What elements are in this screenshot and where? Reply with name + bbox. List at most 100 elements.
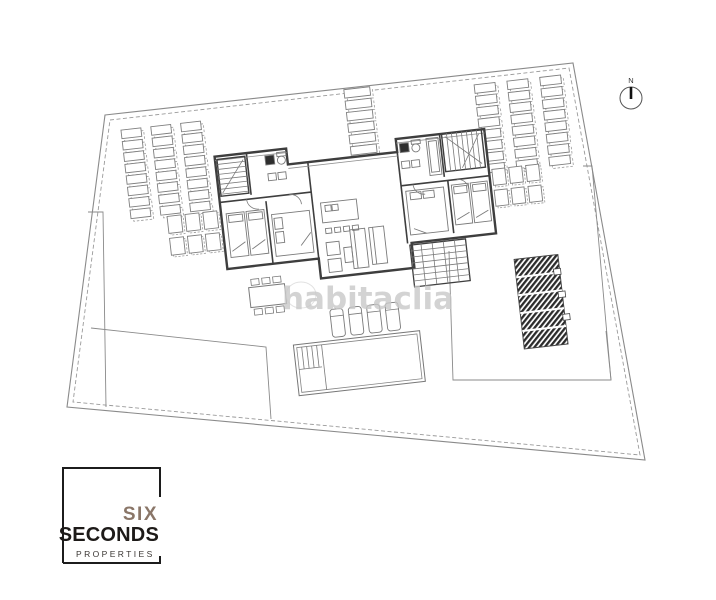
pool-ledge — [321, 344, 328, 390]
grid-stair-line — [410, 244, 467, 252]
terrace-line — [88, 211, 107, 408]
small-slat — [493, 188, 510, 207]
grid-stair-line — [411, 256, 468, 264]
terrace-line — [90, 327, 272, 420]
plot-outline-inner-dashed — [72, 67, 641, 456]
pergola-hatch — [513, 253, 569, 350]
louver-slat — [120, 127, 143, 140]
bed-single — [450, 182, 474, 226]
bed-single — [469, 180, 493, 224]
grid-stair-line — [413, 274, 470, 282]
louver-slat — [152, 146, 175, 159]
louver-slat — [349, 143, 378, 156]
dining-chair — [275, 305, 286, 314]
pool-step — [316, 345, 320, 368]
bed-fold — [251, 239, 266, 250]
sun-loungers — [329, 301, 401, 338]
dining-chair — [261, 276, 271, 285]
louver-slat — [125, 173, 148, 185]
louver-slat — [154, 158, 177, 170]
stair-tread — [455, 132, 462, 171]
brand-logo: SIX SECONDS PROPERTIES — [59, 467, 161, 564]
small-slat — [527, 184, 544, 203]
louver-slat — [128, 195, 151, 208]
stool — [333, 226, 342, 234]
louver-slat — [180, 120, 202, 133]
small-slat — [184, 212, 202, 232]
bed-single — [225, 211, 250, 259]
stair-tread — [446, 133, 452, 172]
louver-slat — [344, 97, 373, 111]
louver-slat — [543, 108, 566, 121]
bed-fold — [232, 241, 246, 252]
pillow — [275, 230, 286, 244]
north-arrow-label: N — [628, 76, 633, 85]
logo-frame — [62, 467, 161, 564]
pergola-divider — [522, 325, 567, 333]
louver-slat — [545, 131, 569, 144]
interior-wall — [446, 180, 455, 234]
louver-slat — [343, 86, 372, 99]
lounger-pillow-line — [330, 314, 344, 318]
interior-wall — [400, 174, 490, 187]
small-slat — [202, 210, 220, 230]
stair-tread — [220, 190, 249, 195]
lounger-pillow-line — [348, 312, 362, 315]
dining-chair — [272, 275, 282, 284]
pool-step-edge — [299, 366, 323, 370]
armchair — [327, 257, 343, 273]
bed-double — [270, 209, 315, 257]
pergola-tab — [557, 290, 567, 299]
garden-terrace-lines — [88, 165, 612, 420]
louver-slat — [345, 109, 374, 122]
logo-word-properties: PROPERTIES — [76, 549, 155, 559]
sink — [400, 160, 411, 170]
window-line — [288, 155, 398, 169]
toilet-bowl — [411, 143, 421, 153]
louver-slat — [183, 154, 206, 167]
pillow — [227, 213, 244, 224]
louver-slat — [510, 112, 534, 125]
coffee-table — [343, 246, 354, 264]
plot-outline-outer — [66, 62, 646, 461]
watermark: habitaclia — [282, 281, 454, 317]
stair-direction-line — [462, 133, 480, 168]
dining-table — [248, 283, 288, 309]
pool-step — [301, 347, 305, 369]
louver-slat — [512, 135, 536, 148]
door-swing — [289, 194, 302, 205]
armchair — [325, 240, 341, 257]
bed-fold — [457, 211, 470, 221]
watermark-bubble-icon — [285, 281, 317, 309]
logo-word-seconds: SECONDS — [59, 524, 159, 546]
small-slat — [204, 232, 222, 252]
door-swing — [246, 199, 259, 210]
grid-stair-line — [412, 262, 469, 270]
louver-slat — [347, 120, 376, 133]
louver-slat — [477, 116, 501, 129]
small-louver-slats — [166, 163, 546, 258]
louver-slat — [509, 101, 532, 113]
stool — [351, 224, 360, 232]
louver-slat — [544, 120, 568, 133]
louver-slat — [514, 146, 538, 159]
small-slat — [166, 214, 184, 234]
kitchen-sink — [331, 203, 339, 212]
stair-tread — [219, 175, 248, 180]
louver-slat — [473, 82, 497, 94]
louver-slat — [348, 131, 377, 145]
dining-chair — [264, 306, 275, 315]
louver-slat — [155, 169, 178, 182]
stair-tread — [450, 132, 457, 171]
interior-wall — [219, 191, 312, 204]
sofa-back — [353, 229, 359, 269]
louver-slat — [506, 78, 530, 91]
stair-tread — [470, 130, 476, 169]
furniture — [225, 136, 493, 273]
louver-slat — [121, 138, 144, 151]
sink — [410, 159, 421, 168]
stair-tread — [219, 180, 248, 185]
lounger-pillow-line — [367, 310, 381, 313]
